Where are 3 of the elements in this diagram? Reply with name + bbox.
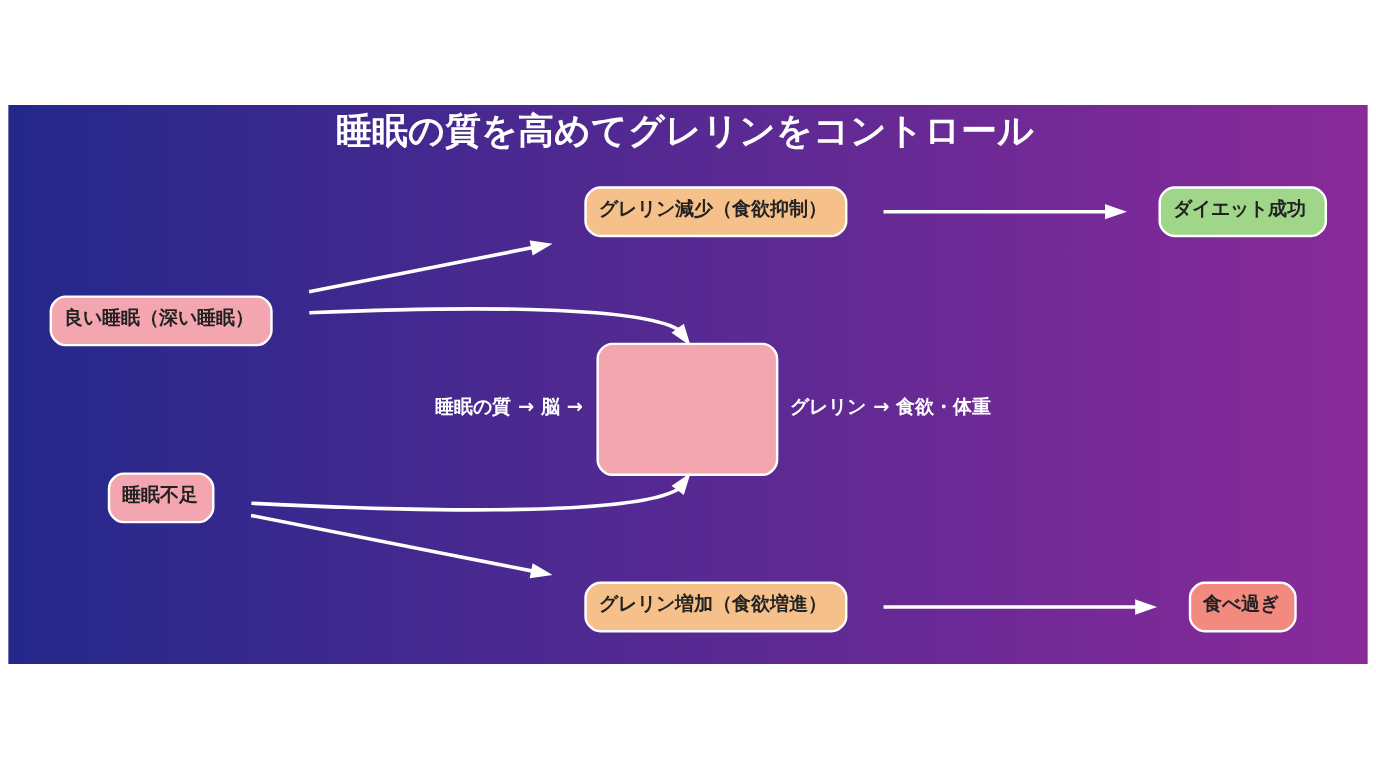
diagram-title: 睡眠の質を高めてグレリンをコントロール	[335, 108, 1034, 152]
node-label: グレリン → 食欲・体重	[790, 394, 992, 418]
node-label: 睡眠の質 → 脳 →	[435, 394, 583, 418]
